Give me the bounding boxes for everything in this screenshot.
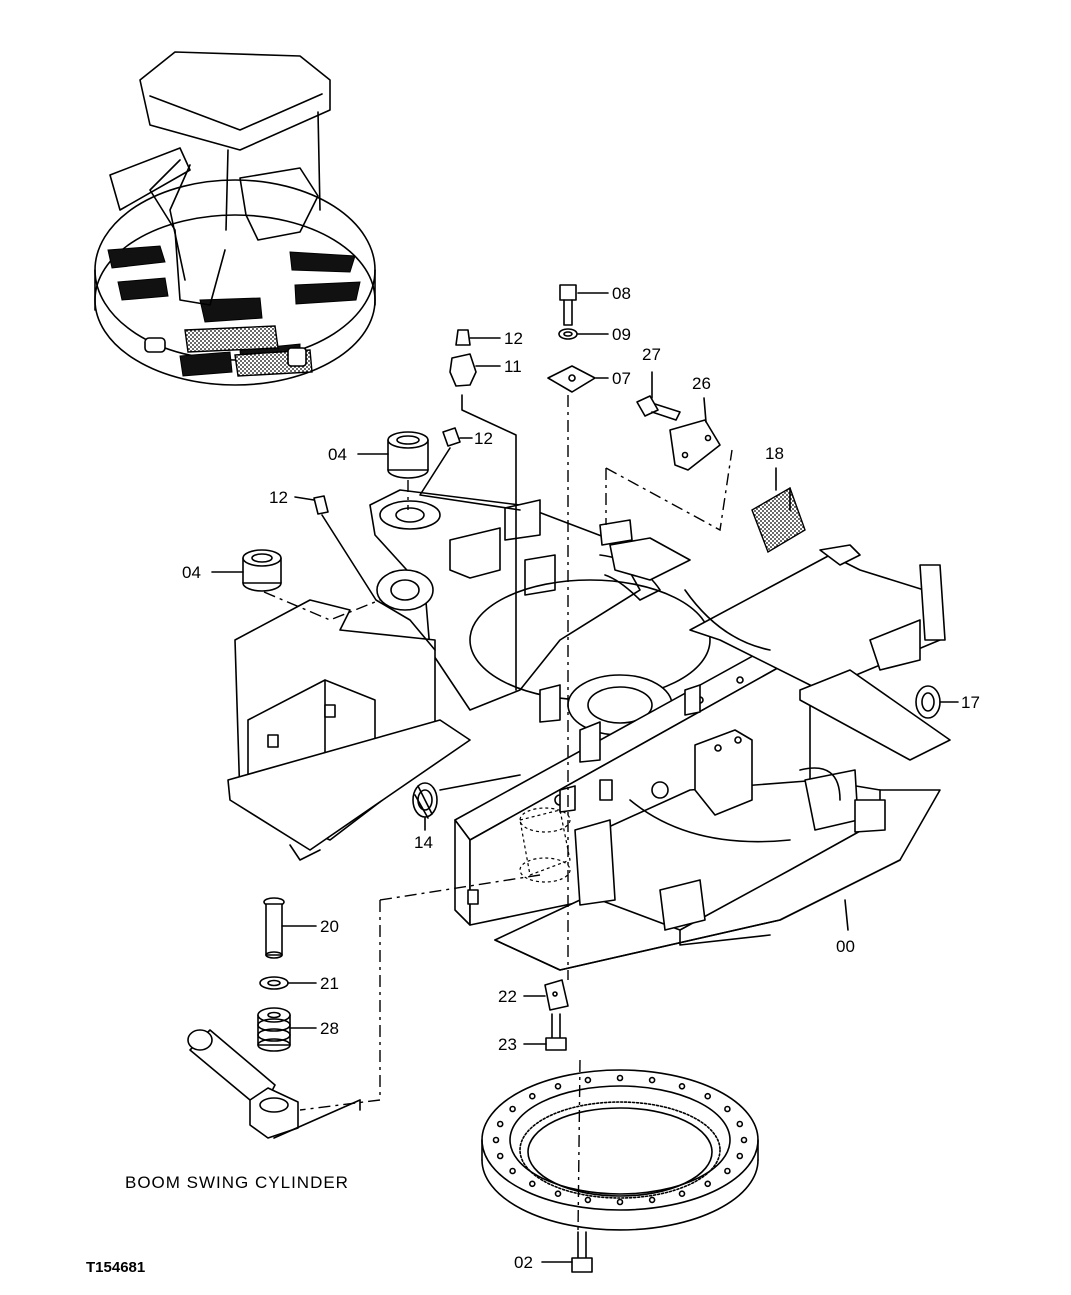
ring-bolt-hole (528, 1092, 536, 1100)
swing-bearing-ring (481, 1069, 759, 1231)
label-04-upper: 04 (328, 445, 347, 464)
ring-bolt-hole (509, 1167, 516, 1175)
part-17-seal[interactable] (915, 685, 941, 719)
ring-bolt-hole (678, 1190, 686, 1197)
label-00: 00 (836, 937, 855, 956)
label-14: 14 (414, 833, 433, 852)
label-17: 17 (961, 693, 980, 712)
ring-bolt-hole (648, 1196, 656, 1204)
leader-lines (263, 394, 959, 1233)
ring-bolt-hole (509, 1105, 516, 1113)
ring-bolt-hole (616, 1074, 624, 1082)
part-12-grease-fitting-mid[interactable] (442, 427, 461, 447)
ring-bolt-hole (496, 1152, 504, 1160)
revolving-frame (227, 489, 951, 971)
label-09: 09 (612, 325, 631, 344)
part-12-grease-fitting-top[interactable] (455, 329, 471, 346)
ring-bolt-hole (736, 1152, 744, 1160)
part-11-grease-fitting-adapter[interactable] (449, 353, 477, 387)
ring-bolt-hole (736, 1120, 744, 1128)
boom-swing-cylinder-caption: BOOM SWING CYLINDER (125, 1173, 349, 1192)
ring-bolt-hole (724, 1105, 731, 1113)
ring-bolt-hole (704, 1092, 712, 1100)
part-28-spring[interactable] (257, 1007, 291, 1052)
ring-bolt-hole (648, 1076, 656, 1084)
part-23-bolt[interactable] (545, 1013, 567, 1051)
ring-bolt-hole (724, 1167, 731, 1175)
ring-bolt-hole (740, 1136, 748, 1144)
ring-bolt-hole (492, 1136, 500, 1144)
label-28: 28 (320, 1019, 339, 1038)
part-labels: 08 09 07 12 11 12 12 04 04 27 26 18 17 1… (182, 284, 980, 1272)
label-12-left: 12 (269, 488, 288, 507)
part-02-bolt[interactable] (571, 1231, 593, 1273)
part-22-bracket[interactable] (544, 979, 569, 1011)
ring-bolt-hole (616, 1198, 624, 1206)
part-20-pin[interactable] (263, 897, 285, 959)
label-20: 20 (320, 917, 339, 936)
label-26: 26 (692, 374, 711, 393)
part-18-pad[interactable] (751, 486, 806, 554)
label-12-top: 12 (504, 329, 523, 348)
boom-swing-cylinder-drawing (187, 1029, 299, 1139)
part-12-grease-fitting-left[interactable] (313, 495, 329, 515)
label-23: 23 (498, 1035, 517, 1054)
label-08: 08 (612, 284, 631, 303)
part-04-bushing-upper[interactable] (387, 431, 429, 479)
ring-bolt-hole (528, 1180, 536, 1188)
label-02: 02 (514, 1253, 533, 1272)
part-14-spring[interactable] (412, 782, 438, 819)
ring-bolt-hole (496, 1120, 504, 1128)
part-27-bolt[interactable] (636, 395, 681, 421)
ring-bolt-hole (554, 1190, 562, 1197)
label-07: 07 (612, 369, 631, 388)
part-08-bolt[interactable] (559, 284, 577, 326)
label-21: 21 (320, 974, 339, 993)
figure-id: T154681 (86, 1259, 145, 1276)
part-07-plate[interactable] (547, 365, 596, 393)
label-11: 11 (504, 357, 522, 376)
excavator-overview-drawing (94, 51, 376, 386)
part-09-washer[interactable] (558, 328, 578, 340)
ring-bolt-hole (584, 1076, 592, 1084)
ring-bolt-hole (554, 1083, 562, 1090)
part-04-bushing-lower[interactable] (242, 549, 282, 592)
ring-bolt-hole (704, 1180, 712, 1188)
ring-bolt-hole (584, 1196, 592, 1204)
part-21-washer[interactable] (259, 976, 289, 990)
part-26-plate[interactable] (669, 419, 721, 471)
ring-bolt-hole (678, 1083, 686, 1090)
label-12-mid: 12 (474, 429, 493, 448)
label-27: 27 (642, 345, 661, 364)
label-22: 22 (498, 987, 517, 1006)
label-18: 18 (765, 444, 784, 463)
label-04-lower: 04 (182, 563, 201, 582)
